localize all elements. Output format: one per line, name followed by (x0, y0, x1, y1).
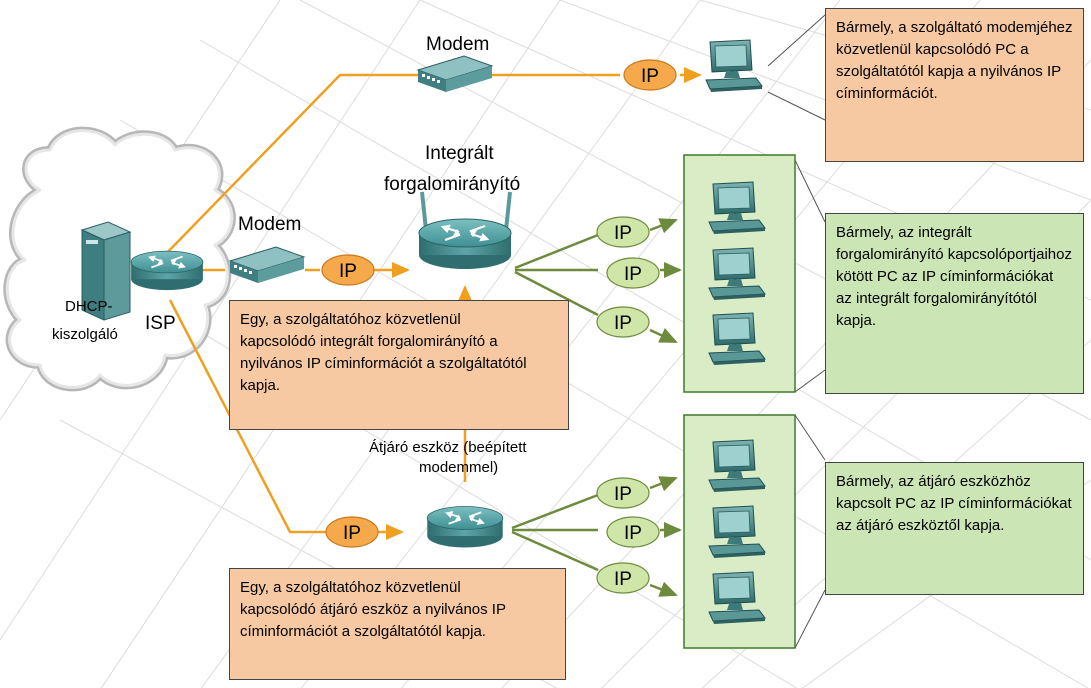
modem-icon (229, 246, 305, 284)
callout-middle-left: Egy, a szolgáltatóhoz közvetlenül kapcso… (229, 300, 569, 430)
integrated-router-label-1: Integrált (425, 143, 494, 164)
modem-icon (417, 55, 493, 93)
dhcp-label-2: kiszolgáló (52, 326, 118, 343)
modem-mid-label: Modem (238, 214, 302, 235)
dhcp-label-1: DHCP- (65, 298, 113, 315)
gateway-router-icon (426, 505, 504, 549)
isp-label: ISP (145, 313, 176, 334)
integrated-router-label-2: forgalomirányító (384, 174, 521, 195)
ip-label: IP (641, 66, 659, 87)
modem-top-label: Modem (426, 34, 490, 55)
ip-label: IP (624, 523, 642, 544)
ip-label: IP (614, 569, 632, 590)
pc-icon (705, 39, 763, 93)
ip-badges: IP IP IP IP IP IP IP IP IP (321, 59, 677, 594)
router-icon (130, 250, 204, 291)
callout-bottom-right: Bármely, az átjáró eszközhöz kapcsolt PC… (825, 462, 1084, 595)
gateway-label-2: modemmel) (419, 459, 499, 476)
ip-label: IP (614, 313, 632, 334)
ip-label: IP (624, 264, 642, 285)
gateway-label-1: Átjáró eszköz (beépített (369, 439, 527, 456)
server-icon (80, 221, 132, 321)
callout-bottom-left: Egy, a szolgáltatóhoz közvetlenül kapcso… (229, 568, 566, 680)
ip-label: IP (614, 223, 632, 244)
ip-label: IP (343, 523, 361, 544)
callout-top-right: Bármely, a szolgáltató modemjéhez közvet… (825, 8, 1084, 162)
integrated-router-icon (417, 191, 513, 271)
ip-label: IP (339, 261, 357, 282)
ip-label: IP (614, 484, 632, 505)
callout-middle-right: Bármely, az integrált forgalomirányító k… (825, 213, 1084, 394)
